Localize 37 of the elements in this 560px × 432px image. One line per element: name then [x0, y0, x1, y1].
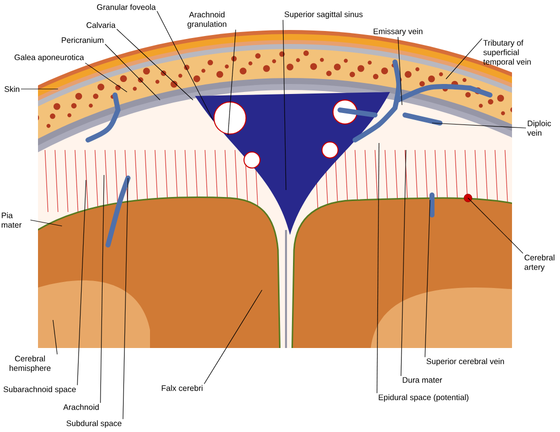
part-label: Pia mater	[2, 212, 22, 228]
leader-line	[446, 38, 482, 80]
part-label: Cerebral hemisphere	[10, 356, 51, 372]
part-label: Galea aponeurotica	[14, 54, 84, 62]
leader-line	[104, 44, 160, 100]
leader-line	[122, 178, 128, 420]
part-label: Superior cerebral vein	[426, 358, 504, 366]
part-label: Emissary vein	[374, 28, 422, 36]
part-label: Superior sagittal sinus	[284, 11, 363, 19]
leader-line	[77, 180, 86, 386]
leader-line	[100, 174, 104, 404]
part-label: Dura mater	[402, 377, 442, 383]
part-label: Falx cerebri	[162, 385, 202, 391]
part-label: Cerebral artery	[524, 254, 554, 272]
leader-line	[52, 320, 58, 355]
leader-line	[424, 200, 430, 358]
part-label: Granular foveola	[97, 4, 156, 10]
part-label: Diploic vein	[527, 120, 551, 136]
leader-line	[204, 290, 262, 384]
part-label: Calvaria	[86, 22, 116, 28]
part-label: Subdural space	[66, 420, 122, 428]
leader-line	[282, 20, 286, 190]
part-label: Pericranium	[62, 37, 104, 43]
part-label: Subarachnoid space	[4, 386, 76, 394]
leader-line	[376, 142, 380, 394]
part-label: Skin	[4, 86, 20, 92]
leader-line	[468, 198, 524, 254]
part-label: Tributary of superficial temporal vein	[483, 40, 531, 66]
part-label: Arachnoid granulation	[188, 12, 226, 28]
leader-line	[116, 28, 194, 100]
leader-line	[156, 10, 214, 120]
part-label: Arachnoid	[63, 404, 99, 410]
leader-line	[20, 88, 58, 90]
leader-line	[432, 122, 526, 128]
leader-line	[30, 220, 62, 226]
part-label: Epidural space (potential)	[378, 394, 468, 402]
leader-line	[400, 150, 406, 376]
